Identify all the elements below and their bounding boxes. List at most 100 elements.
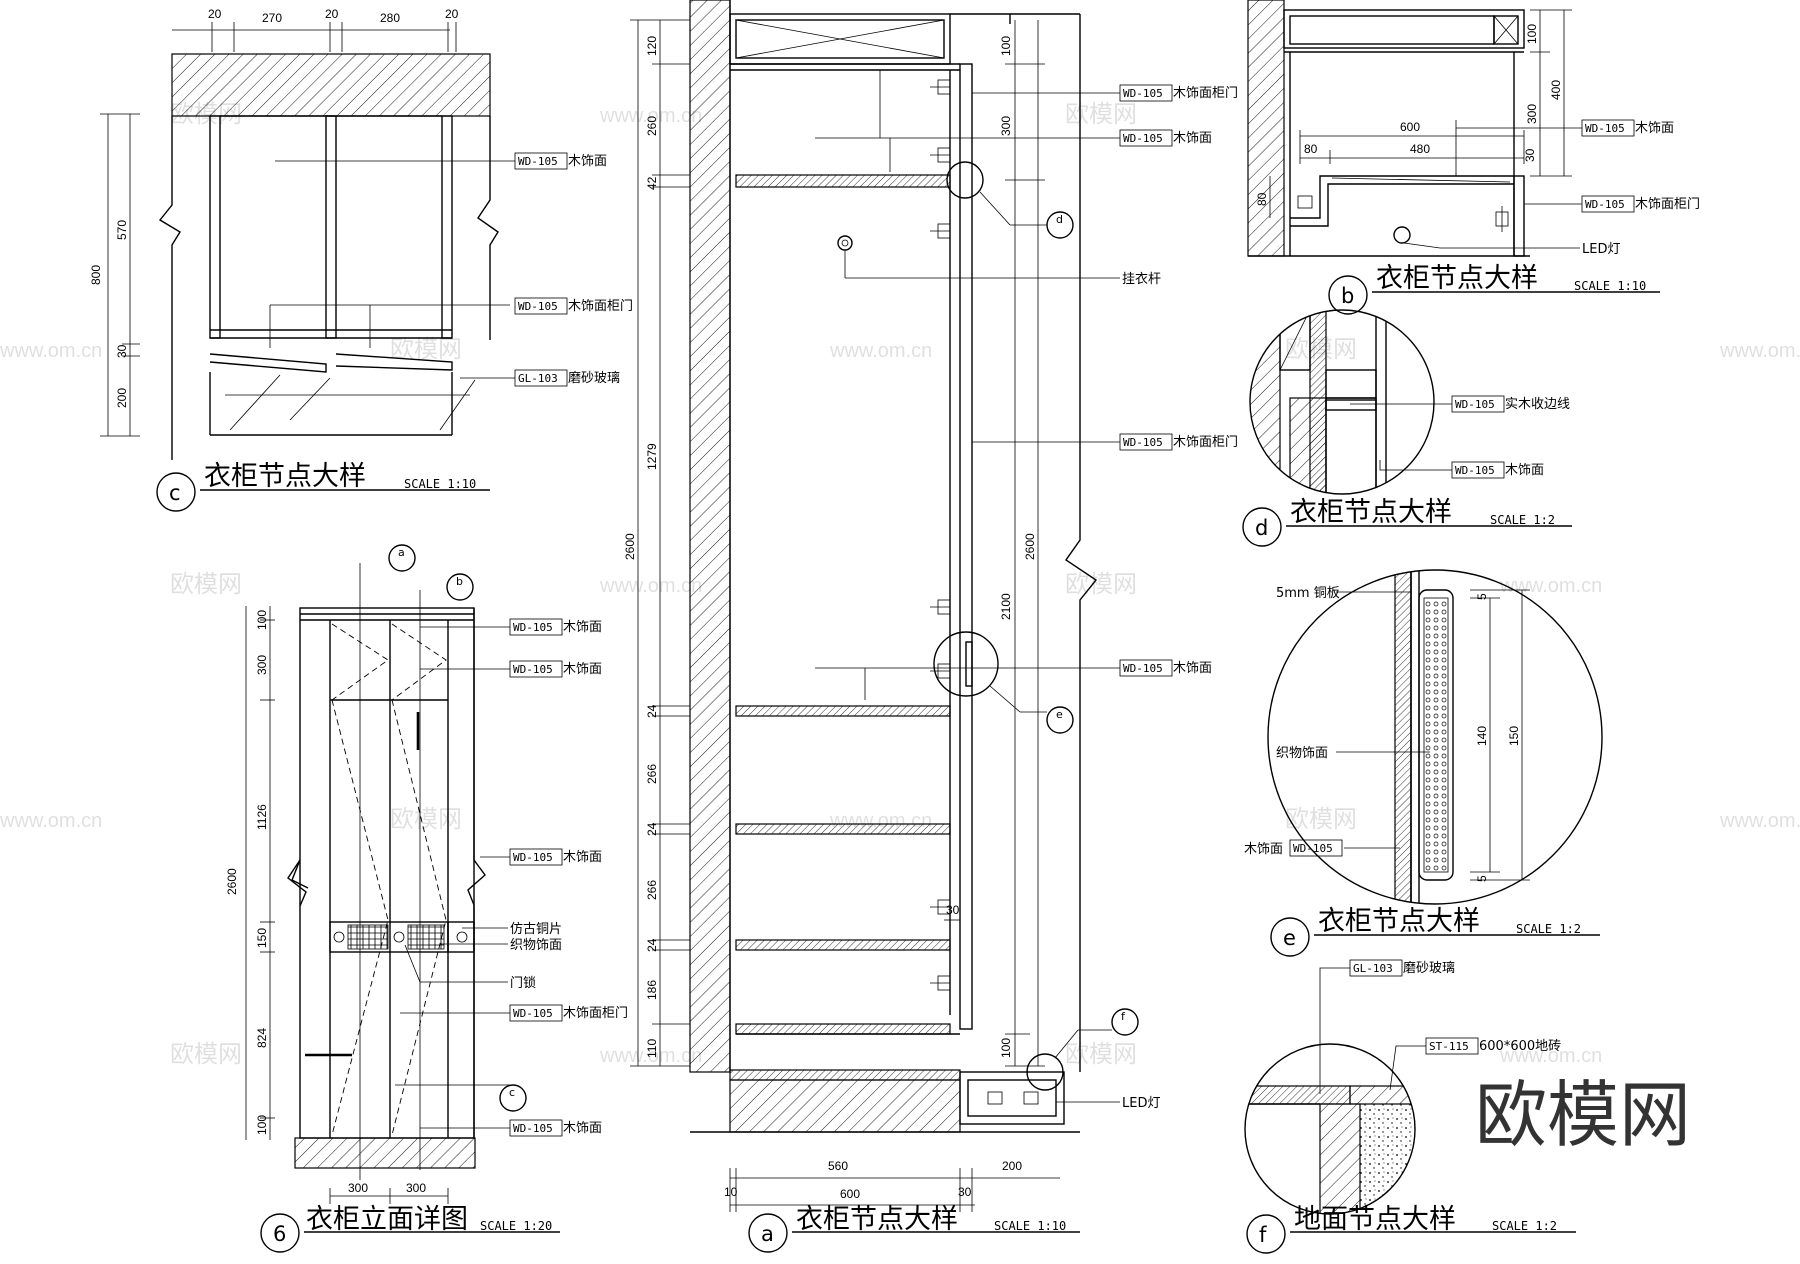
material-label: 600*600地砖 bbox=[1479, 1039, 1561, 1054]
dim-label: 100 bbox=[255, 610, 269, 630]
dim-label: 150 bbox=[1507, 726, 1521, 746]
material-label: 实木收边线 bbox=[1505, 397, 1570, 412]
dim-label: 824 bbox=[255, 1028, 269, 1048]
detail-scale: SCALE 1:10 bbox=[1574, 279, 1646, 293]
detail-title: 衣柜节点大样 bbox=[1318, 906, 1480, 937]
detail-title: 衣柜节点大样 bbox=[1376, 263, 1538, 294]
detail-marker bbox=[260, 1213, 300, 1253]
watermarks: 欧模网 欧模网 欧模网 欧模网 欧模网 欧模网 欧模网 欧模网 欧模网 欧模网 … bbox=[0, 100, 1800, 1068]
detail-d: WD-105 实木收边线 WD-105 木饰面 d 衣柜节点大样 SCALE 1… bbox=[1242, 309, 1572, 547]
dim-label: 600 bbox=[1400, 120, 1420, 134]
dim-label: 280 bbox=[380, 11, 400, 25]
dim-label: 266 bbox=[645, 764, 659, 784]
material-label: 织物饰面 bbox=[510, 938, 562, 953]
dim-label: 80 bbox=[1255, 192, 1269, 206]
detail-scale: SCALE 1:10 bbox=[404, 477, 476, 491]
callout-letter: a bbox=[398, 546, 405, 559]
dim-label: 140 bbox=[1475, 726, 1489, 746]
detail-title: 衣柜节点大样 bbox=[1290, 497, 1452, 528]
watermark-brand: 欧模网 bbox=[170, 1040, 242, 1068]
material-code: WD-105 bbox=[518, 155, 558, 168]
watermark-url: www.om.cn bbox=[0, 340, 102, 362]
dim-label: 42 bbox=[645, 176, 659, 190]
watermark-brand: 欧模网 bbox=[1065, 100, 1137, 128]
dim-label: 30 bbox=[1523, 148, 1537, 162]
dim-label: 30 bbox=[946, 903, 960, 917]
dim-label: 800 bbox=[89, 265, 103, 285]
material-code: WD-105 bbox=[513, 1122, 553, 1135]
material-label: 挂衣杆 bbox=[1122, 271, 1161, 287]
callout-letter: d bbox=[1056, 213, 1063, 226]
material-label: 门锁 bbox=[510, 975, 536, 991]
material-label: 木饰面 bbox=[563, 662, 602, 677]
dim-label: 266 bbox=[645, 880, 659, 900]
dim-label: 30 bbox=[958, 1185, 972, 1199]
material-code: WD-105 bbox=[518, 300, 558, 313]
dim-label: 24 bbox=[645, 704, 659, 718]
material-code: WD-105 bbox=[1123, 87, 1163, 100]
callout-letter: e bbox=[1056, 708, 1063, 721]
dim-label: 20 bbox=[325, 7, 339, 21]
dim-label: 2100 bbox=[999, 593, 1013, 620]
material-label: 木饰面 bbox=[1635, 121, 1674, 136]
detail-letter: f bbox=[1259, 1223, 1267, 1247]
material-label: 木饰面 bbox=[1173, 131, 1212, 146]
material-label: 木饰面 bbox=[1244, 842, 1283, 857]
dim-label: 100 bbox=[999, 36, 1013, 56]
detail-scale: SCALE 1:10 bbox=[994, 1219, 1066, 1233]
dim-label: 570 bbox=[115, 220, 129, 240]
callout-letter: c bbox=[509, 1086, 515, 1099]
detail-letter: 6 bbox=[273, 1222, 286, 1246]
material-label: 木饰面 bbox=[563, 620, 602, 635]
material-label: 木饰面 bbox=[563, 850, 602, 865]
dim-label: 260 bbox=[645, 116, 659, 136]
dim-label: 2600 bbox=[1023, 533, 1037, 560]
ceiling-slab bbox=[171, 53, 491, 117]
detail-marker bbox=[1242, 507, 1282, 547]
material-code: WD-105 bbox=[1123, 132, 1163, 145]
material-code: WD-105 bbox=[1455, 398, 1495, 411]
detail-title: 衣柜立面详图 bbox=[306, 1204, 468, 1235]
material-label: LED灯 bbox=[1122, 1096, 1160, 1111]
detail-marker bbox=[748, 1213, 788, 1253]
detail-letter: a bbox=[761, 1222, 774, 1246]
watermark-url: www.om.cn bbox=[599, 575, 702, 597]
material-label: LED灯 bbox=[1582, 242, 1620, 257]
detail-scale: SCALE 1:2 bbox=[1516, 922, 1581, 936]
material-label: 木饰面柜门 bbox=[1635, 197, 1700, 212]
watermark-url: www.om.cn bbox=[0, 810, 102, 832]
detail-a: e d f 120 260 42 1279 2600 24 266 24 266… bbox=[623, 0, 1238, 1253]
dim-label: 80 bbox=[1304, 142, 1318, 156]
detail-b: 600 80 480 30 100 400 300 80 WD-105 木饰面 … bbox=[1247, 0, 1700, 315]
material-label: 木饰面 bbox=[563, 1121, 602, 1136]
detail-letter: b bbox=[1341, 284, 1354, 308]
detail-marker bbox=[1328, 275, 1368, 315]
detail-letter: c bbox=[169, 481, 181, 505]
dim-label: 300 bbox=[406, 1181, 426, 1195]
dim-label: 20 bbox=[208, 7, 222, 21]
detail-title: 衣柜节点大样 bbox=[204, 461, 366, 492]
hinge-icon bbox=[930, 79, 951, 991]
material-code: WD-105 bbox=[1455, 464, 1495, 477]
watermark-url: www.om.cn bbox=[1719, 810, 1800, 832]
dim-label: 300 bbox=[999, 116, 1013, 136]
dim-label: 20 bbox=[445, 7, 459, 21]
material-code: WD-105 bbox=[1123, 436, 1163, 449]
material-code: WD-105 bbox=[513, 1007, 553, 1020]
material-code: WD-105 bbox=[1293, 842, 1333, 855]
dim-label: 110 bbox=[645, 1039, 659, 1058]
material-label: 磨砂玻璃 bbox=[1403, 961, 1455, 976]
detail-scale: SCALE 1:2 bbox=[1492, 1219, 1557, 1233]
dim-label: 100 bbox=[255, 1115, 269, 1135]
dim-label: 24 bbox=[645, 822, 659, 836]
watermark-brand: 欧模网 bbox=[390, 805, 462, 833]
watermark-url: www.om.cn bbox=[1499, 1045, 1602, 1067]
dim-label: 1126 bbox=[255, 804, 269, 830]
detail-title: 地面节点大样 bbox=[1294, 1204, 1456, 1235]
material-code: WD-105 bbox=[1585, 122, 1625, 135]
detail-c: 20 270 20 280 20 800 570 30 bbox=[89, 7, 633, 512]
material-code: ST-115 bbox=[1429, 1040, 1469, 1053]
dim-label: 186 bbox=[645, 980, 659, 1000]
material-code: WD-105 bbox=[1123, 662, 1163, 675]
